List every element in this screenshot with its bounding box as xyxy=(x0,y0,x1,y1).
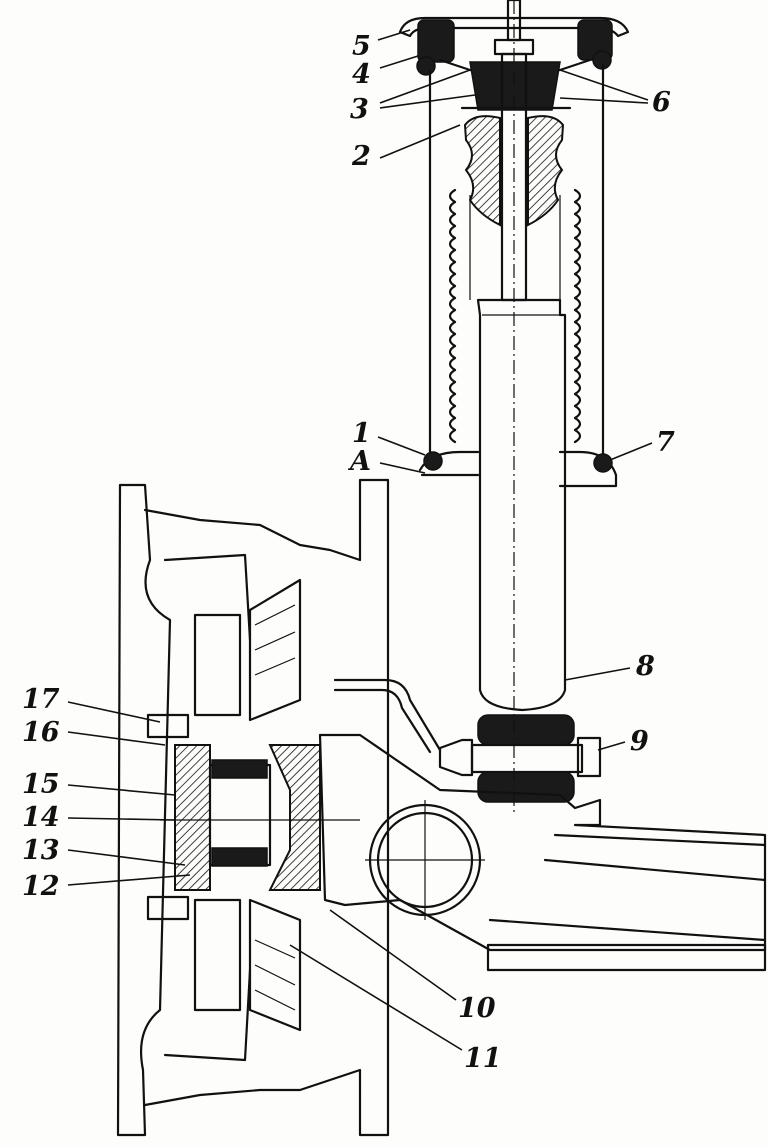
wheel-rim xyxy=(116,478,390,1137)
protective-boot xyxy=(448,188,582,444)
label-7: 7 xyxy=(656,427,675,458)
label-6: 6 xyxy=(652,87,671,118)
label-2: 2 xyxy=(351,141,371,172)
lower-spring-seat xyxy=(418,450,618,488)
brake-caliper xyxy=(193,578,302,1032)
shock-absorber-body xyxy=(476,298,567,712)
label-5: 5 xyxy=(352,31,371,62)
brake-hose xyxy=(333,678,442,752)
suspension-arm xyxy=(318,733,767,972)
label-12: 12 xyxy=(22,871,60,902)
lower-bushing xyxy=(438,714,602,803)
wheel-hub xyxy=(146,713,360,921)
compression-buffer xyxy=(463,115,565,227)
upper-mount xyxy=(398,0,630,111)
label-16: 16 xyxy=(22,717,60,748)
label-13: 13 xyxy=(22,835,60,866)
label-14: 14 xyxy=(22,802,60,833)
label-15: 15 xyxy=(22,769,60,800)
label-3: 3 xyxy=(350,94,369,125)
label-8: 8 xyxy=(635,651,655,682)
label-10: 10 xyxy=(458,993,496,1024)
label-A: A xyxy=(347,446,371,477)
label-11: 11 xyxy=(464,1043,502,1074)
label-1: 1 xyxy=(352,418,371,449)
label-17: 17 xyxy=(22,684,60,715)
coil-spring xyxy=(428,63,605,457)
part-labels: 5 4 3 6 2 1 A 7 8 9 17 16 15 14 13 12 10… xyxy=(22,31,675,1074)
label-9: 9 xyxy=(630,726,649,757)
label-4: 4 xyxy=(352,59,371,90)
leader-lines xyxy=(67,29,653,1051)
